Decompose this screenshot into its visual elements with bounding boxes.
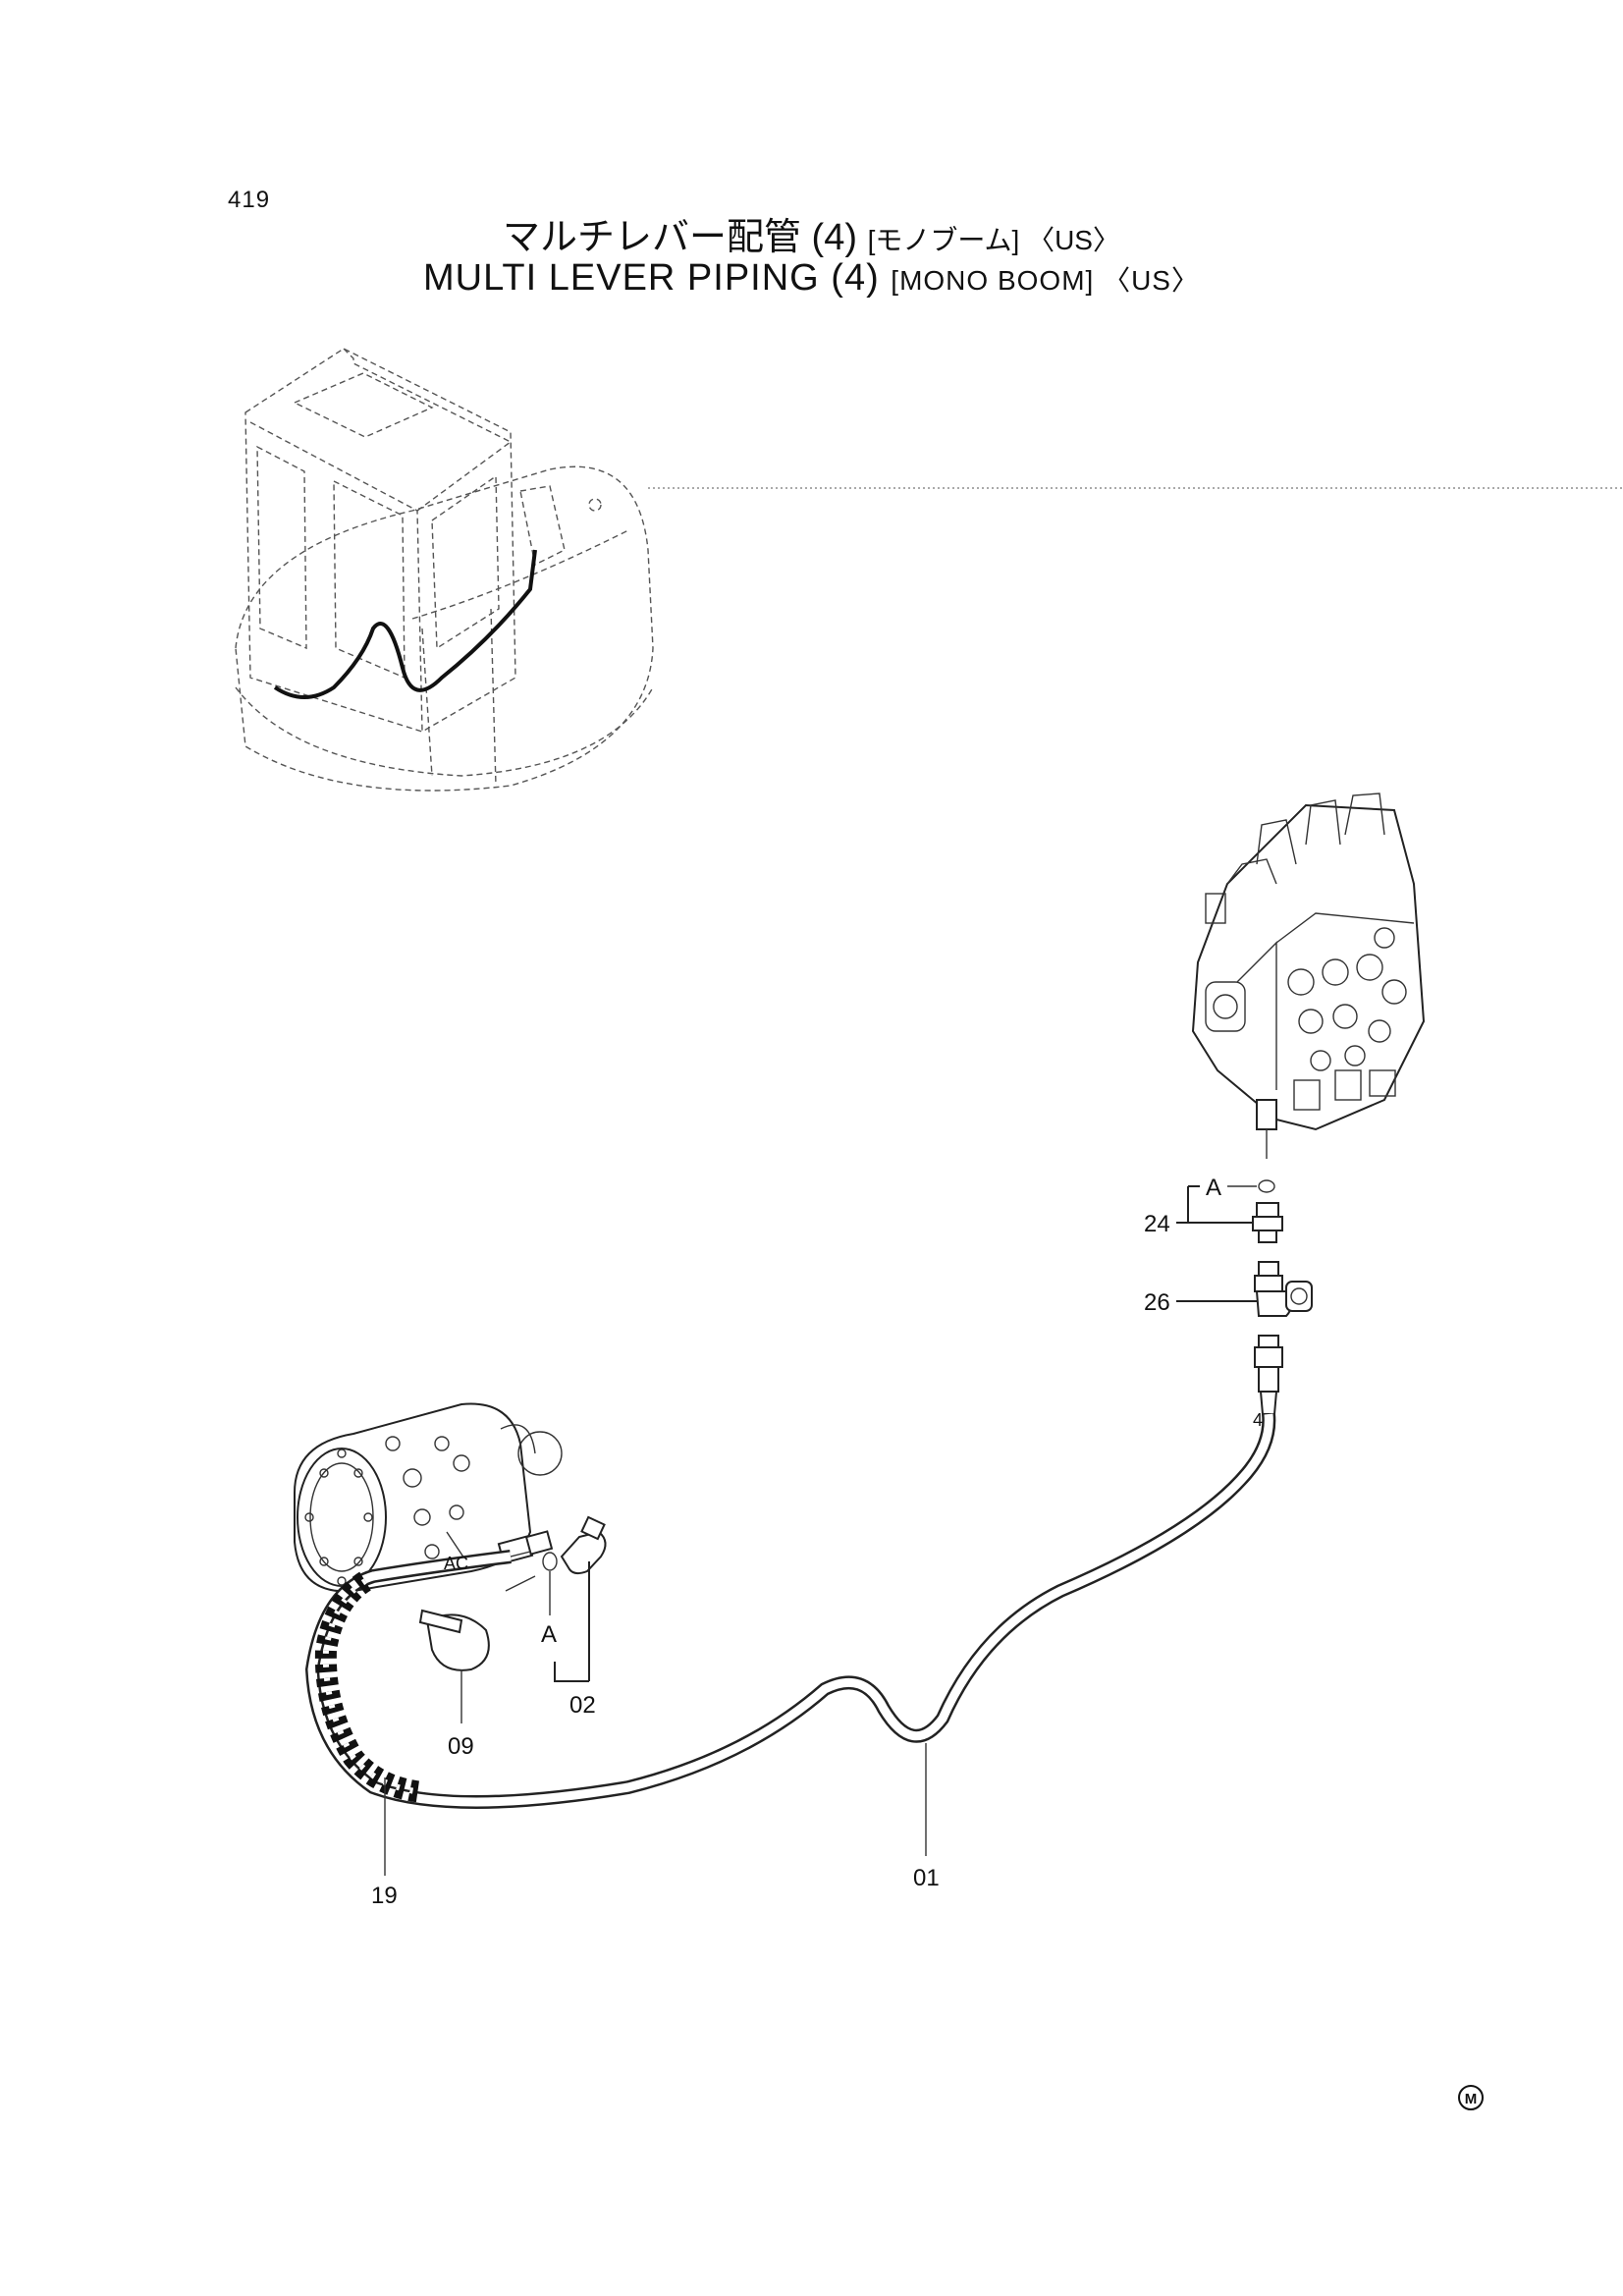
elbow-02 bbox=[560, 1530, 607, 1575]
mark-letter: M bbox=[1465, 2091, 1478, 2107]
callout-09: 09 bbox=[448, 1733, 474, 1760]
circled-m-mark: M bbox=[1458, 2085, 1484, 2110]
band-clamp-09 bbox=[418, 1609, 490, 1723]
title-english-suffix: [MONO BOOM] 〈US〉 bbox=[891, 265, 1200, 296]
title-japanese: マルチレバー配管 (4) [モノブーム] 〈US〉 bbox=[0, 206, 1623, 260]
callout-02: 02 bbox=[569, 1692, 596, 1719]
elbow-26 bbox=[1258, 1261, 1279, 1277]
o-ring-bottom bbox=[542, 1552, 558, 1571]
title-japanese-main: マルチレバー配管 (4) bbox=[503, 217, 858, 258]
title-english: MULTI LEVER PIPING (4) [MONO BOOM] 〈US〉 bbox=[0, 257, 1623, 300]
fitting-group-left bbox=[490, 1515, 607, 1682]
callout-26: 26 bbox=[1144, 1289, 1170, 1316]
callout-ac: AC bbox=[444, 1554, 468, 1573]
page-number: 419 bbox=[228, 187, 271, 213]
callout-4: 4 bbox=[1253, 1410, 1263, 1430]
title-english-main: MULTI LEVER PIPING (4) bbox=[423, 257, 880, 299]
callout-labels: A 24 26 4 AC A 02 09 19 01 bbox=[371, 1175, 1263, 1909]
callout-24: 24 bbox=[1144, 1211, 1170, 1237]
hose-01 bbox=[304, 1413, 1276, 1876]
control-valve-assembly bbox=[1191, 793, 1426, 1159]
adapter-24 bbox=[1256, 1202, 1279, 1218]
callout-19: 19 bbox=[371, 1883, 398, 1909]
multi-lever-valve bbox=[294, 1402, 563, 1593]
title-japanese-suffix: [モノブーム] 〈US〉 bbox=[867, 225, 1120, 255]
callout-a-bottom: A bbox=[541, 1621, 557, 1648]
excavator-cab-illustration bbox=[235, 348, 1623, 792]
fitting-group-right bbox=[1176, 1179, 1313, 1415]
callout-01: 01 bbox=[913, 1865, 940, 1891]
callout-a-top: A bbox=[1206, 1175, 1221, 1201]
o-ring-top bbox=[1258, 1179, 1275, 1193]
